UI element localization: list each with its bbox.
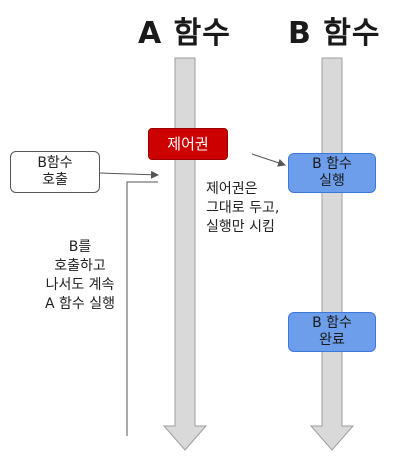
b-running-line-2: 실행	[319, 173, 345, 189]
b-running-box: B 함수 실행	[288, 153, 376, 193]
title-a-function: A 함수	[138, 16, 231, 51]
call-b-arrow	[99, 170, 159, 179]
call-b-line-2: 호출	[42, 172, 68, 188]
call-b-line-1: B함수	[37, 155, 73, 171]
b-running-line-1: B 함수	[312, 156, 352, 172]
note-keep-control: 제어권은 그대로 두고, 실행만 시킴	[206, 181, 280, 235]
control-box-label: 제어권	[167, 134, 209, 153]
call-b-box: B함수 호출	[10, 151, 100, 193]
a-lane-arrow	[162, 57, 208, 451]
b-done-box: B 함수 완료	[288, 312, 376, 352]
continue-a-line	[126, 181, 158, 436]
b-done-line-1: B 함수	[312, 315, 352, 331]
b-lane-arrow	[309, 57, 355, 451]
note-continue-a: B를 호출하고 나서도 계속 A 함수 실행	[45, 239, 115, 312]
control-box: 제어권	[148, 128, 228, 160]
title-b-function: B 함수	[288, 16, 381, 51]
b-done-line-2: 완료	[319, 332, 345, 348]
to-b-run-arrow	[251, 153, 286, 167]
